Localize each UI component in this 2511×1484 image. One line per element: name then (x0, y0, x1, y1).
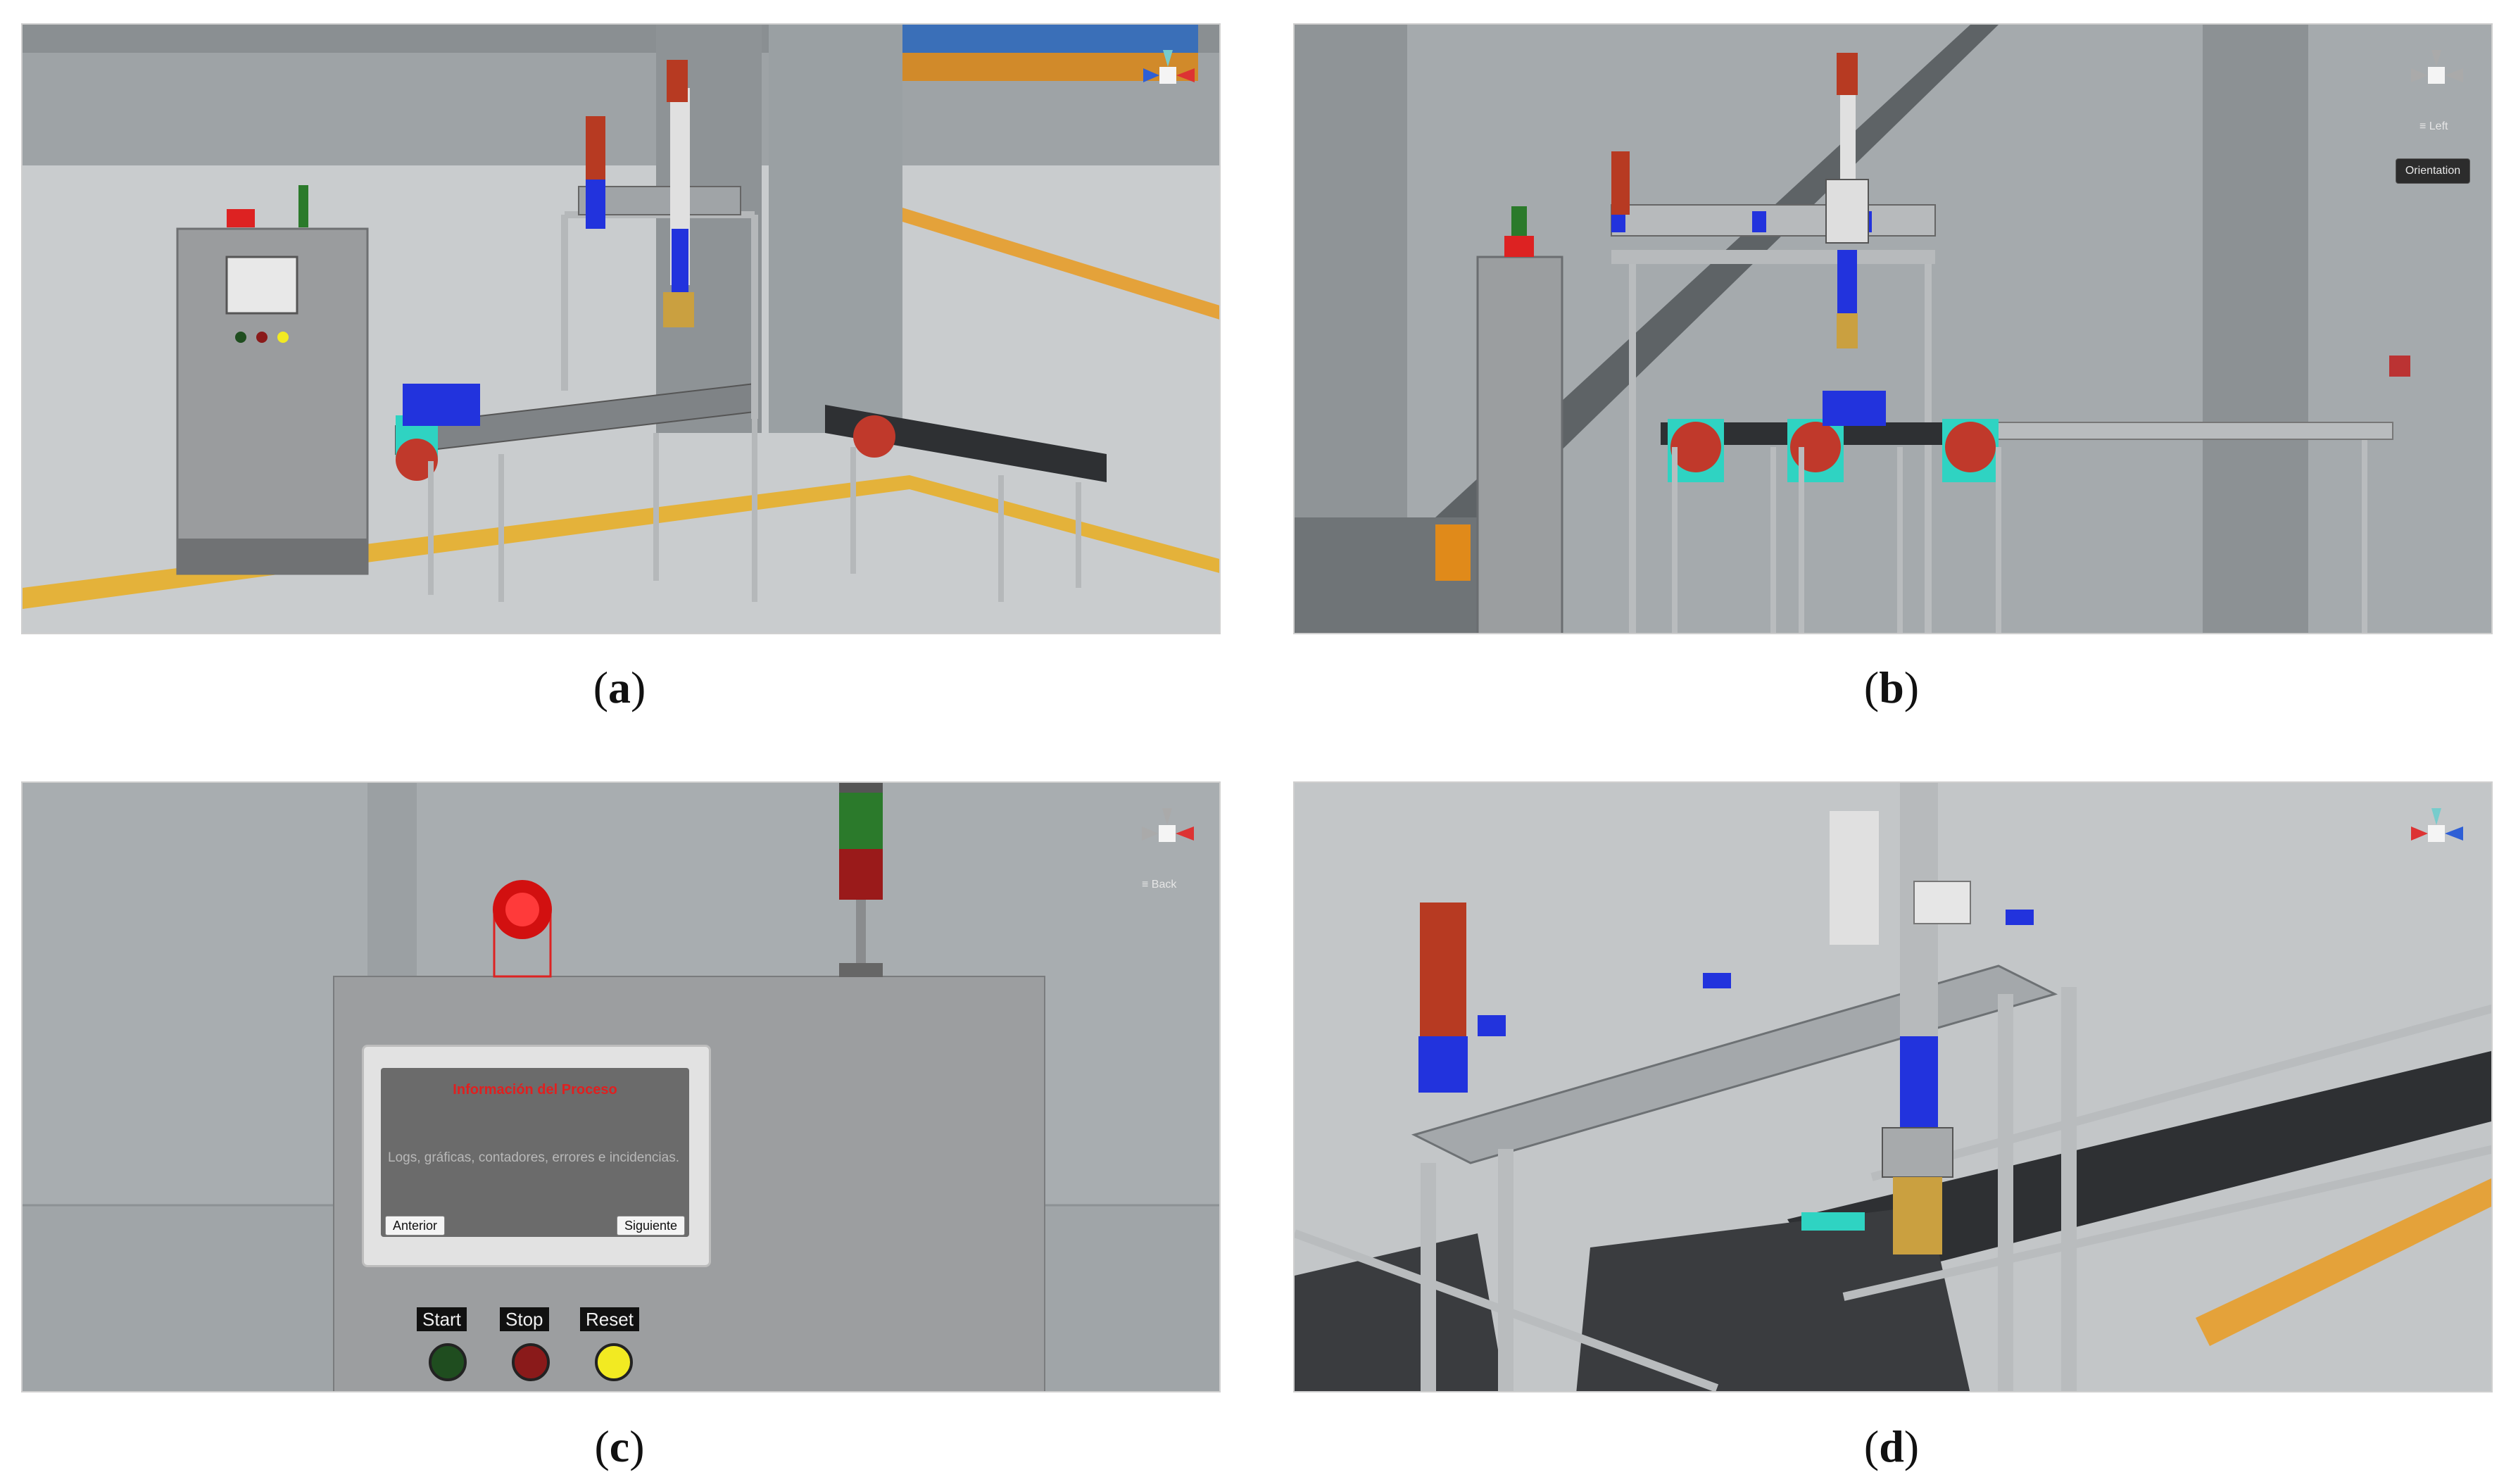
hmi-display: Información del Proceso Logs, gráficas, … (362, 1045, 711, 1267)
gizmo-view-label[interactable]: ≡ Back (1142, 879, 1177, 891)
hmi-screen: Información del Proceso Logs, gráficas, … (381, 1068, 689, 1237)
stop-button-icon (256, 332, 268, 343)
gizmo-view-label[interactable]: ≡ Left (2419, 120, 2448, 132)
viewport-closeup[interactable] (1293, 781, 2493, 1392)
scene-gizmo-icon (1142, 808, 1194, 842)
scene-gizmo-icon (1143, 50, 1195, 84)
stop-label: Stop (500, 1307, 549, 1331)
previous-button[interactable]: Anterior (385, 1216, 446, 1235)
orientation-tooltip: Orientation (2396, 158, 2470, 184)
caption-b: (b) (1863, 662, 1920, 712)
hmi-body-text: Logs, gráficas, contadores, errores e in… (388, 1150, 679, 1165)
scene-gizmo-icon (2411, 808, 2463, 842)
start-label: Start (417, 1307, 467, 1331)
start-button-icon (235, 332, 246, 343)
emergency-stop-icon (227, 209, 255, 227)
next-button[interactable]: Siguiente (616, 1216, 685, 1235)
caption-a: (a) (593, 662, 646, 712)
hmi-title: Información del Proceso (453, 1082, 617, 1098)
viewport-left[interactable]: ≡ Left Orientation (1293, 23, 2493, 634)
viewport-back[interactable]: ≡ Back Información del Proceso Logs, grá… (21, 781, 1221, 1392)
viewport-perspective[interactable] (21, 23, 1221, 634)
stop-button[interactable] (512, 1343, 550, 1381)
caption-c: (c) (594, 1421, 645, 1471)
scene-a (23, 25, 1219, 633)
scene-b (1295, 25, 2491, 633)
blue-box (1823, 391, 1886, 426)
signal-tower-icon (839, 783, 883, 977)
reset-label: Reset (580, 1307, 639, 1331)
start-button[interactable] (429, 1343, 467, 1381)
reset-button[interactable] (595, 1343, 633, 1381)
wall-alarm-icon (2389, 356, 2410, 377)
scene-d (1295, 783, 2491, 1391)
signal-tower-icon (298, 185, 308, 227)
caption-d: (d) (1863, 1421, 1920, 1471)
emergency-stop-icon (1504, 236, 1534, 257)
emergency-stop-icon (493, 880, 552, 978)
reset-button-icon (277, 332, 289, 343)
blue-box (403, 384, 480, 426)
scene-gizmo-icon (2411, 50, 2463, 84)
